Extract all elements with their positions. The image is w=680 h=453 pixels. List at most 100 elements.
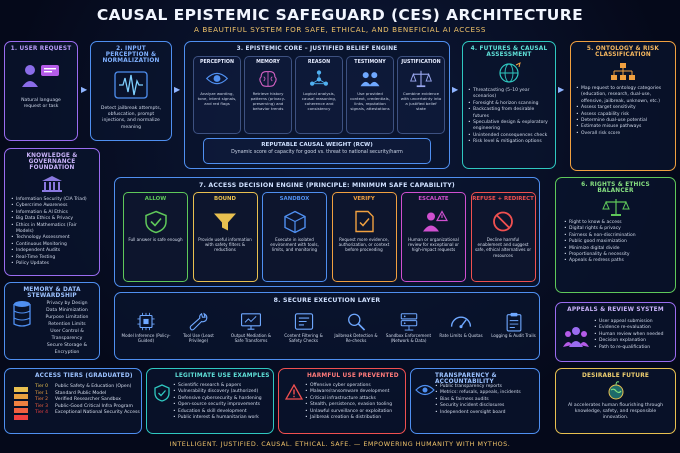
- legit-list: Scientific research & papersVulnerabilit…: [173, 383, 273, 422]
- network-icon: [296, 65, 342, 91]
- harmful-item: Critical infrastructure attacks: [305, 396, 405, 403]
- core-module-text: Retrieve history patterns (privacy-prese…: [250, 91, 286, 112]
- core-module: MEMORY Retrieve history patterns (privacy…: [244, 56, 292, 134]
- harmful-item: Unlawful surveillance or exploitation: [305, 409, 405, 416]
- futures-item: Unintended consequences check: [468, 133, 550, 140]
- microchip-icon: [121, 309, 171, 333]
- decision-option-text: Execute in isolated environment with too…: [270, 237, 319, 253]
- cube-icon: [263, 205, 326, 237]
- legit-item: Scientific research & papers: [173, 383, 273, 390]
- page-subtitle: A BEAUTIFUL SYSTEM FOR SAFE, ETHICAL, AN…: [194, 25, 486, 34]
- execution-title: 8. SECURE EXECUTION LAYER: [273, 297, 381, 304]
- arrow-2-3: ▶: [174, 85, 181, 94]
- decision-option-text: Provide useful information with safety f…: [198, 237, 252, 253]
- knowledge-item: Policy Updates: [11, 261, 93, 268]
- execution-panel: 8. SECURE EXECUTION LAYER Model Inferenc…: [114, 292, 540, 360]
- core-module-title: REASON: [307, 60, 331, 65]
- transparency-item: Metrics: refusals, appeals, incidents: [435, 390, 539, 397]
- core-module-text: Analyze wording, tone, intent signals, a…: [197, 91, 237, 107]
- monitor-icon: [226, 309, 276, 333]
- knowledge-item: Information Security (CIA Triad): [11, 197, 93, 204]
- harmful-item: Malware/ransomware development: [305, 389, 405, 396]
- appeals-list: User appeal submissionEvidence re-evalua…: [594, 319, 676, 351]
- appeals-item: Decision explanation: [594, 338, 676, 345]
- execution-item: Jailbreak Detection & Re-checks: [331, 309, 381, 343]
- decision-option-text: Human or organizational review for excep…: [408, 237, 459, 253]
- decision-option-title: ESCALATE: [418, 196, 449, 202]
- rcw-text: Dynamic score of capacity for good vs. t…: [231, 150, 403, 155]
- desirable-title: DESIRABLE FUTURE: [581, 373, 650, 379]
- rights-item: Public good maximization: [564, 239, 667, 246]
- memory-item: Privacy by Design: [46, 301, 88, 306]
- execution-item: Sandbox Enforcement (Network & Data): [384, 309, 434, 343]
- futures-item: Foresight & horizon scanning: [468, 101, 550, 108]
- execution-item: Rate Limits & Quotas: [436, 309, 486, 338]
- core-module: REASON Logical analysis, causal reasoning…: [295, 56, 343, 134]
- harmful-title: HARMFUL USE PREVENTED: [307, 373, 399, 379]
- core-module-title: PERCEPTION: [200, 60, 234, 65]
- tier-level: Tier 4: [35, 410, 49, 416]
- core-module-title: MEMORY: [256, 60, 280, 65]
- epistemic-core-title: 3. EPISTEMIC CORE – JUSTIFIED BELIEF ENG…: [236, 46, 398, 52]
- knowledge-list: Information Security (CIA Triad)Cybercri…: [5, 195, 99, 269]
- core-module-title: JUSTIFICATION: [401, 60, 441, 65]
- decision-option-title: BOUND: [213, 196, 237, 202]
- gauge-icon: [436, 309, 486, 333]
- transparency-title: TRANSPARENCY & ACCOUNTABILITY: [435, 373, 497, 385]
- desirable-text: AI accelerates human flourishing through…: [567, 403, 664, 421]
- user-chat-icon: [5, 60, 77, 92]
- legit-item: Open-source security improvements: [173, 402, 273, 409]
- rcw-box: REPUTABLE CAUSAL WEIGHT (RCW) Dynamic sc…: [203, 138, 431, 164]
- futures-item: Threatcasting (5–10 year scenarios): [468, 88, 550, 101]
- execution-item: Tool Use (Least Privilege): [174, 309, 224, 343]
- appeals-item: Human review when needed: [594, 332, 676, 339]
- shield-check-icon: [153, 383, 171, 403]
- appeals-item: Evidence re-evaluation: [594, 325, 676, 332]
- legit-item: Vulnerability discovery (authorized): [173, 389, 273, 396]
- decision-option-title: SANDBOX: [279, 196, 310, 202]
- execution-item-text: Logging & Audit Trails: [491, 333, 536, 338]
- tier-label: Public-Good Critical Infra Program: [55, 403, 133, 409]
- memory-item: Retention Limits: [48, 322, 86, 327]
- waveform-icon: [91, 68, 171, 102]
- transparency-item: Security incident disclosures: [435, 403, 539, 410]
- wrench-icon: [174, 309, 224, 333]
- rights-panel: 6. RIGHTS & ETHICS BALANCER Right to kno…: [555, 177, 676, 293]
- transparency-panel: TRANSPARENCY & ACCOUNTABILITY Public tra…: [410, 368, 540, 434]
- memory-item: User Control & Transparency: [50, 329, 84, 341]
- user-request-title: 1. USER REQUEST: [10, 46, 72, 52]
- harmful-panel: HARMFUL USE PREVENTED Offensive cyber op…: [278, 368, 406, 434]
- magnifier-icon: [331, 309, 381, 333]
- knowledge-item: Cybercrime Awareness: [11, 203, 93, 210]
- execution-item: Output Mediation & Safe Transforms: [226, 309, 276, 343]
- transparency-item: Bias & fairness audits: [435, 397, 539, 404]
- warning-icon: [285, 383, 303, 401]
- group-icon: [562, 321, 590, 351]
- user-request-panel: 1. USER REQUEST Natural language request…: [4, 41, 78, 141]
- decision-option-text: Full answer is safe enough: [128, 237, 183, 242]
- epistemic-core-panel: 3. EPISTEMIC CORE – JUSTIFIED BELIEF ENG…: [184, 41, 450, 169]
- ontology-item: Determine dual-use potential: [576, 118, 670, 125]
- input-perception-panel: 2. INPUT PERCEPTION & NORMALIZATION Dete…: [90, 41, 172, 141]
- futures-item: Speculative design & exploratory enginee…: [468, 120, 550, 133]
- decision-panel: 7. ACCESS DECISION ENGINE (PRINCIPLE: MI…: [114, 177, 540, 287]
- server-icon: [384, 309, 434, 333]
- core-module-text: Logical analysis, causal reasoning, cohe…: [301, 91, 337, 112]
- people-icon: [347, 65, 393, 91]
- page-title: CAUSAL EPISTEMIC SAFEGUARD (CES) ARCHITE…: [96, 6, 584, 24]
- ontology-item: Overall risk score: [576, 131, 670, 138]
- transparency-list: Public transparency reportsMetrics: refu…: [435, 384, 539, 416]
- tier-level: Tier 1: [35, 390, 49, 396]
- legit-panel: LEGITIMATE USE EXAMPLES Scientific resea…: [146, 368, 274, 434]
- harmful-item: Stealth, persistence, evasion tooling: [305, 402, 405, 409]
- globe-growth-icon: [556, 381, 675, 401]
